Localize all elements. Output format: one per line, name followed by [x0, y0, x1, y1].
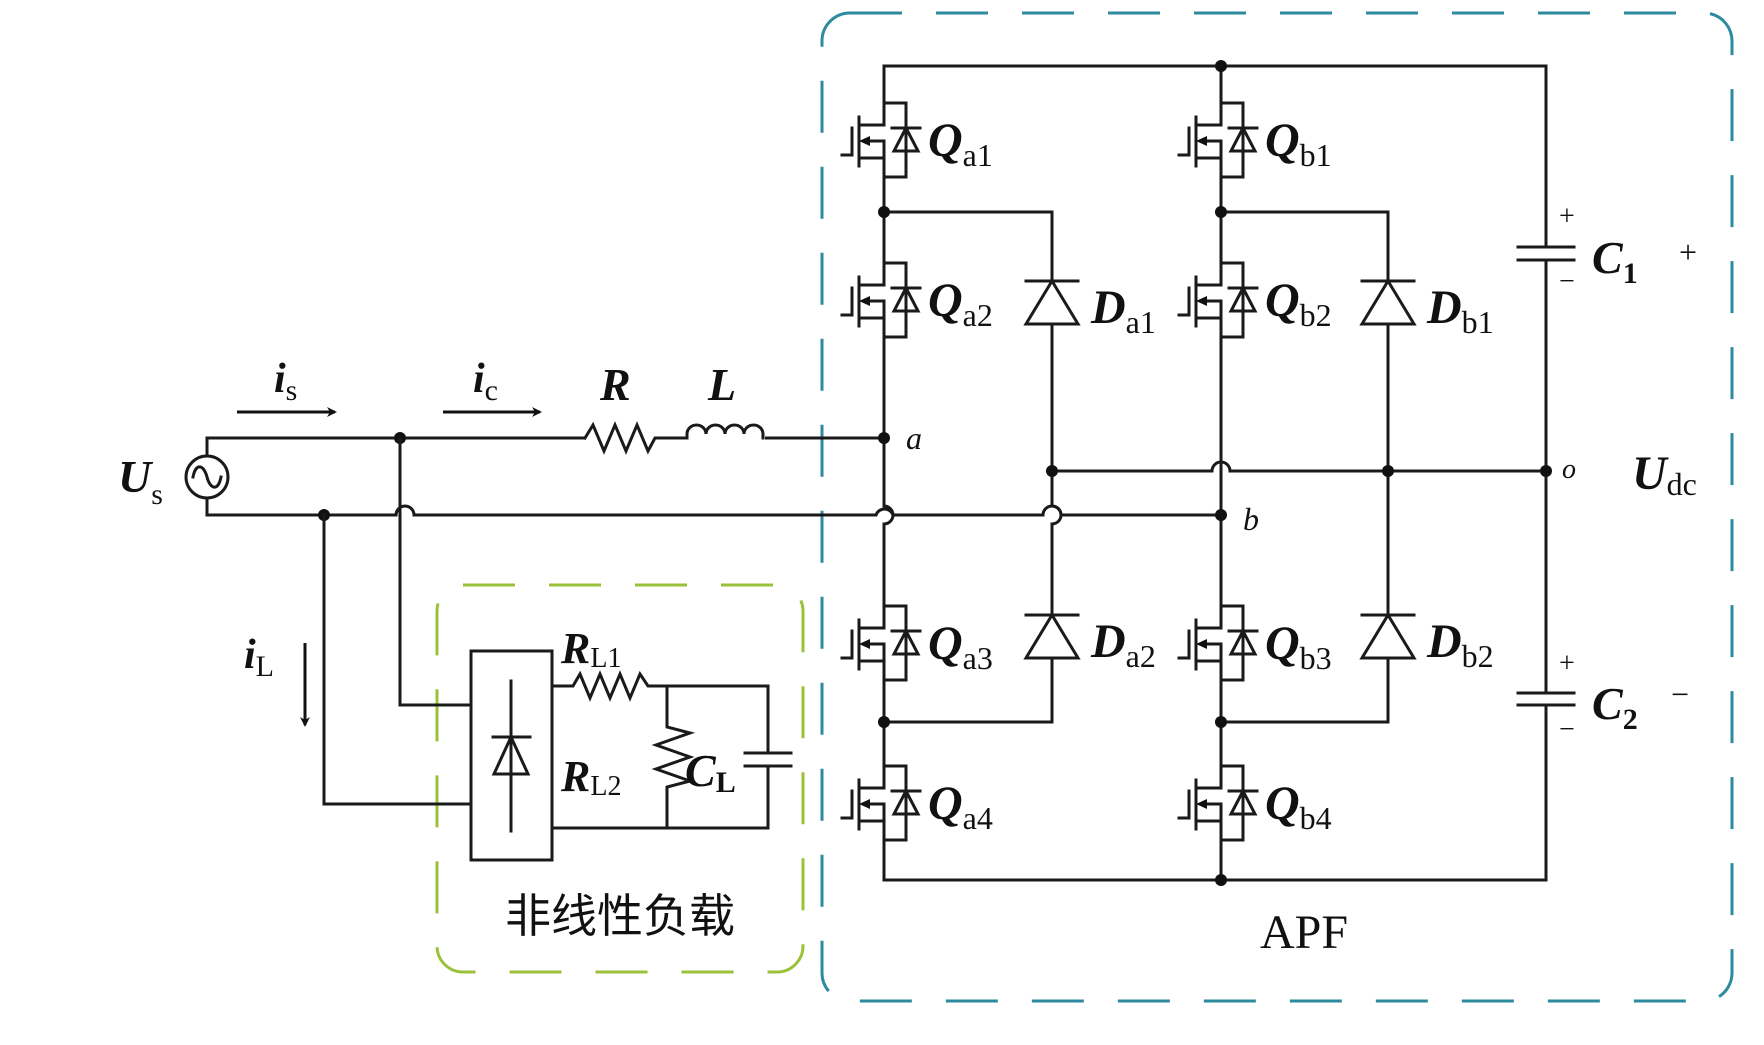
- resistor-R-label: R: [599, 359, 631, 410]
- current-ic-label: ic: [473, 356, 498, 407]
- dc-voltage-label: Udc: [1632, 447, 1697, 502]
- junction-node: [1215, 206, 1227, 218]
- clamp-diode-icon: [1359, 278, 1417, 326]
- node-a-dot: [878, 432, 890, 444]
- wire-source-to-a: [205, 436, 886, 458]
- ac-source: [184, 436, 886, 517]
- clamp-diode-group: [1023, 278, 1417, 660]
- c1-plus-sign: +: [1559, 201, 1575, 232]
- mosfet-icon: [1177, 101, 1259, 179]
- clamp-diode-icon: [1359, 612, 1417, 660]
- load-RL2-label: RL2: [560, 752, 621, 802]
- switch-label-b2: Qb2: [1265, 274, 1332, 333]
- current-is-label: is: [274, 356, 297, 407]
- junction-node: [878, 206, 890, 218]
- wire-source-lower: [205, 496, 398, 517]
- mosfet-icon: [1177, 604, 1259, 682]
- switch-label-a1: Qa1: [928, 114, 993, 173]
- node-b-dot: [1215, 509, 1227, 521]
- mosfet-icon: [840, 261, 922, 339]
- c1-polarity-label: +: [1679, 234, 1697, 270]
- switch-label-b3: Qb3: [1265, 617, 1332, 676]
- wire-load-feed-upper: [398, 436, 473, 707]
- mosfet-icon: [1177, 261, 1259, 339]
- sine-wave-icon: [191, 465, 223, 489]
- switch-label-b1: Qb1: [1265, 114, 1332, 173]
- load-capacitor-CL: [743, 751, 793, 768]
- junction-node: [1382, 465, 1394, 477]
- junction-dots: [878, 60, 1552, 886]
- load-CL-label: CL: [685, 745, 736, 799]
- switch-label-a4: Qa4: [928, 777, 993, 836]
- wire-load-feed-lower: [322, 513, 473, 806]
- mosfet-icon: [840, 101, 922, 179]
- node-o-label: o: [1562, 454, 1576, 485]
- nonlinear-load-boundary-box: [435, 583, 805, 974]
- current-iL-label: iL: [244, 632, 274, 683]
- c2-polarity-label: −: [1671, 676, 1689, 712]
- switch-label-a3: Qa3: [928, 617, 993, 676]
- wire-load-bottom: [550, 764, 770, 830]
- junction-node: [1215, 874, 1227, 886]
- node-o-dot: [1540, 465, 1552, 477]
- wire-lower-to-b: [394, 504, 1223, 517]
- junction-node: [1215, 60, 1227, 72]
- mosfet-icon: [840, 764, 922, 842]
- mosfet-icon: [1177, 764, 1259, 842]
- line-inductor-L: [685, 423, 765, 440]
- apf-bridge-wiring: [882, 64, 1548, 882]
- clamp-diode-icon: [1023, 278, 1081, 326]
- switch-label-a2: Qa2: [928, 274, 993, 333]
- diode-label-a1: Da1: [1090, 281, 1156, 340]
- switch-label-b4: Qb4: [1265, 777, 1332, 836]
- c2-plus-sign: +: [1559, 648, 1575, 679]
- c2-minus-sign: −: [1559, 714, 1575, 745]
- capacitor-C2: [1516, 691, 1576, 707]
- line-resistor-R: [582, 421, 765, 455]
- mosfet-icon: [840, 604, 922, 682]
- rectifier-block: [469, 649, 554, 862]
- load-rl2-resistor: [651, 684, 696, 830]
- diode-label-b1: Db1: [1426, 281, 1494, 340]
- junction-node: [878, 716, 890, 728]
- diode-label-b2: Db2: [1426, 615, 1494, 674]
- mosfet-group: [840, 101, 1259, 842]
- capacitor-C2-label: C2: [1592, 678, 1638, 736]
- inductor-L-label: L: [707, 359, 736, 410]
- load-RL1-label: RL1: [560, 624, 621, 674]
- apf-title: APF: [1260, 906, 1348, 959]
- capacitor-C1: [1516, 245, 1576, 262]
- node-b-label: b: [1243, 501, 1259, 537]
- diode-icon: [491, 733, 531, 776]
- junction-node: [1046, 465, 1058, 477]
- c1-minus-sign: −: [1559, 266, 1575, 297]
- capacitor-C1-label: C1: [1592, 232, 1638, 290]
- diode-label-a2: Da2: [1090, 615, 1156, 674]
- nonlinear-load-title: 非线性负载: [505, 889, 735, 943]
- junction-node: [1215, 716, 1227, 728]
- source-label: Us: [118, 451, 163, 511]
- node-a-label: a: [906, 420, 922, 456]
- clamp-diode-icon: [1023, 612, 1081, 660]
- load-rl1-resistor: [550, 670, 770, 755]
